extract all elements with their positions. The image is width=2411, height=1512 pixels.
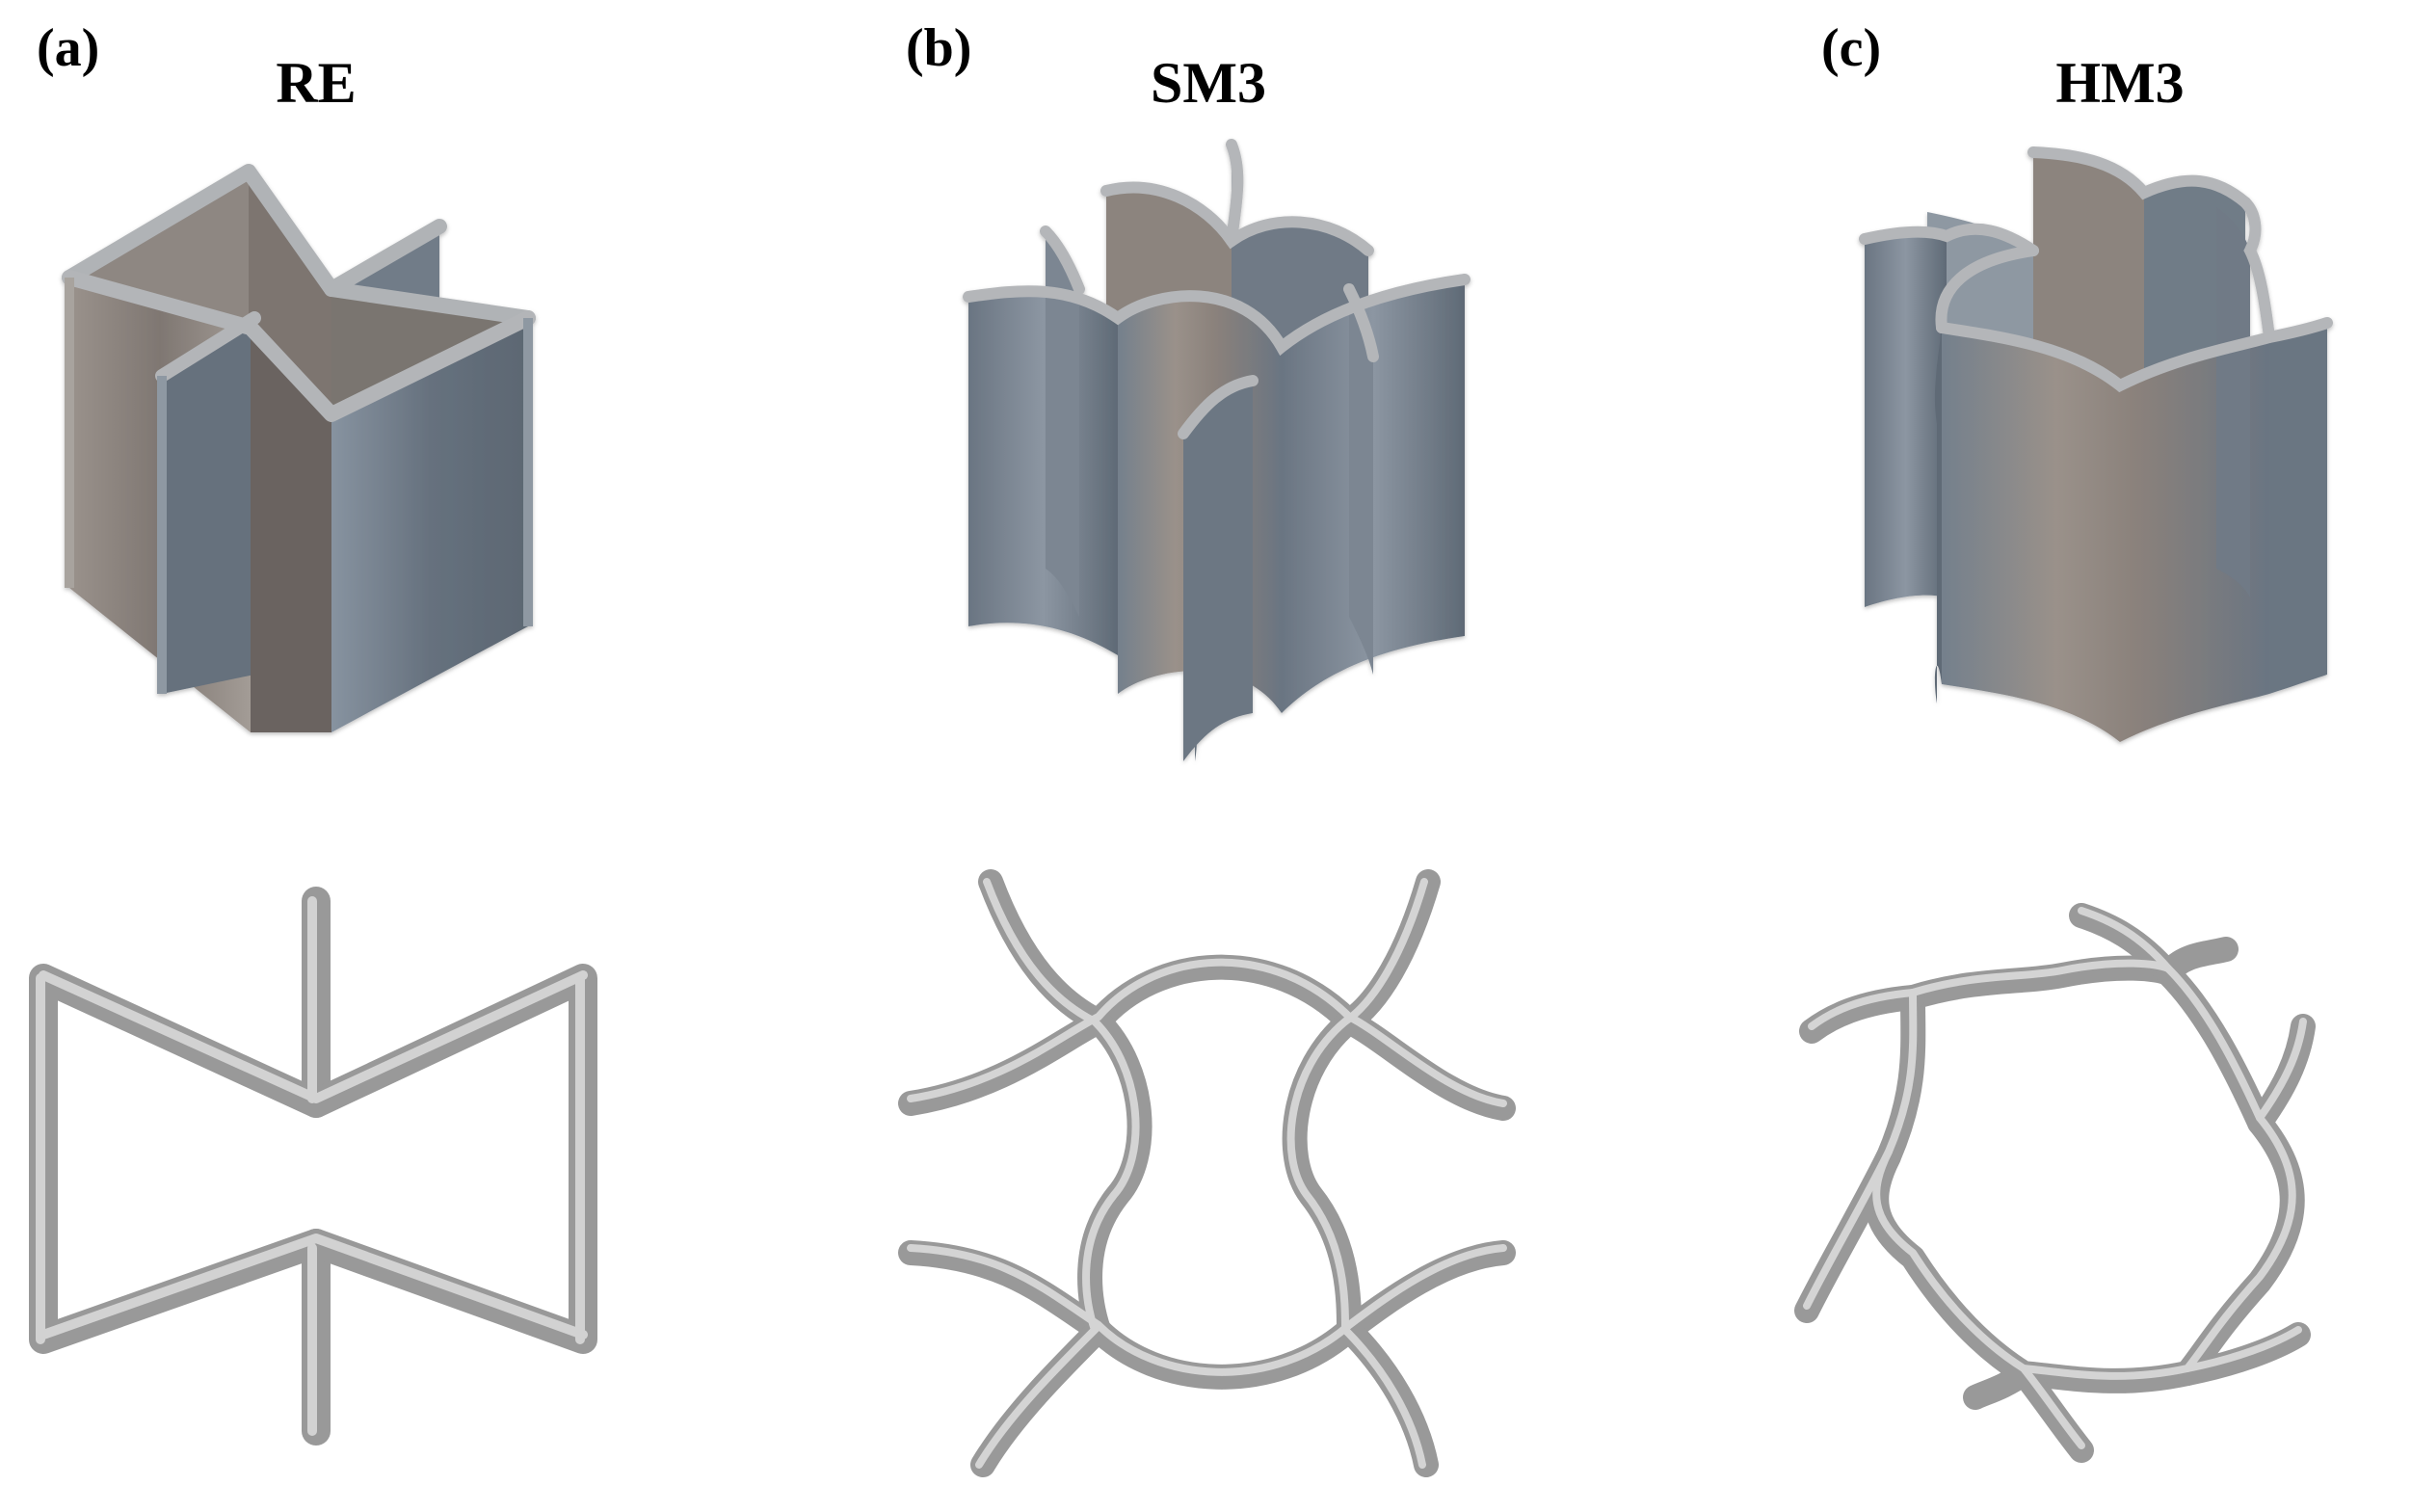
hm3-unit-cell-3d bbox=[1859, 146, 2333, 742]
sm3-unit-cell-3d bbox=[963, 139, 1470, 761]
sm3-unit-cell-2d bbox=[898, 869, 1516, 1477]
hm3-unit-cell-2d bbox=[1794, 903, 2316, 1463]
panel-a-letter: (a) bbox=[37, 18, 99, 78]
panel-c-letter: (c) bbox=[1821, 18, 1881, 78]
re-unit-cell-2d bbox=[29, 887, 597, 1446]
panel-a-title: RE bbox=[276, 51, 356, 115]
panel-b-title: SM3 bbox=[1151, 51, 1266, 115]
re-unit-cell-3d bbox=[62, 164, 536, 732]
panel-b-letter: (b) bbox=[906, 18, 971, 78]
panel-c-title: HM3 bbox=[2055, 51, 2184, 115]
